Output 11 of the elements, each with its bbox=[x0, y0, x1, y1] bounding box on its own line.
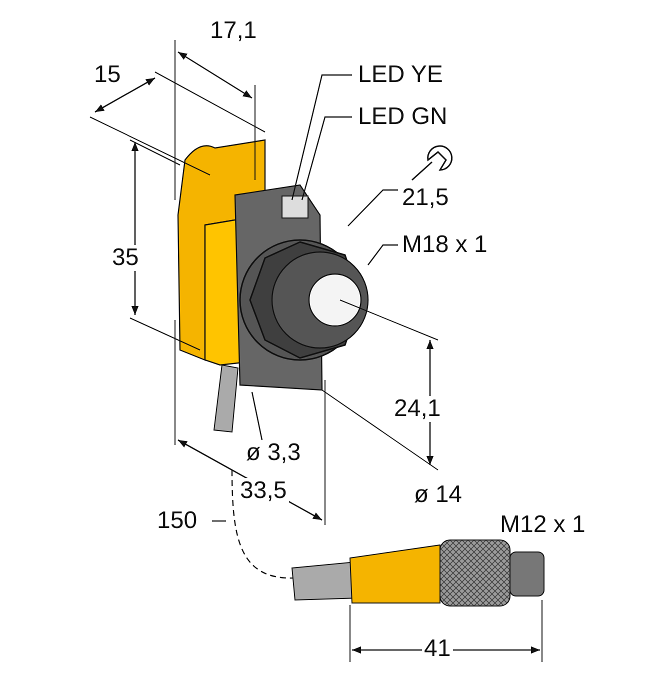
dimension-label: 35 bbox=[110, 245, 141, 271]
dimension-label: 33,5 bbox=[238, 478, 289, 504]
leader-line bbox=[291, 74, 352, 200]
callout-text: ø 3,3 bbox=[244, 440, 303, 466]
callout-text: 21,5 bbox=[400, 185, 451, 211]
leader-line bbox=[368, 244, 398, 266]
sensor-drawing bbox=[177, 139, 369, 433]
leader-line bbox=[348, 189, 398, 226]
dimension-label: 24,1 bbox=[392, 396, 443, 422]
leader-line bbox=[301, 116, 352, 200]
leader-line bbox=[251, 392, 263, 440]
